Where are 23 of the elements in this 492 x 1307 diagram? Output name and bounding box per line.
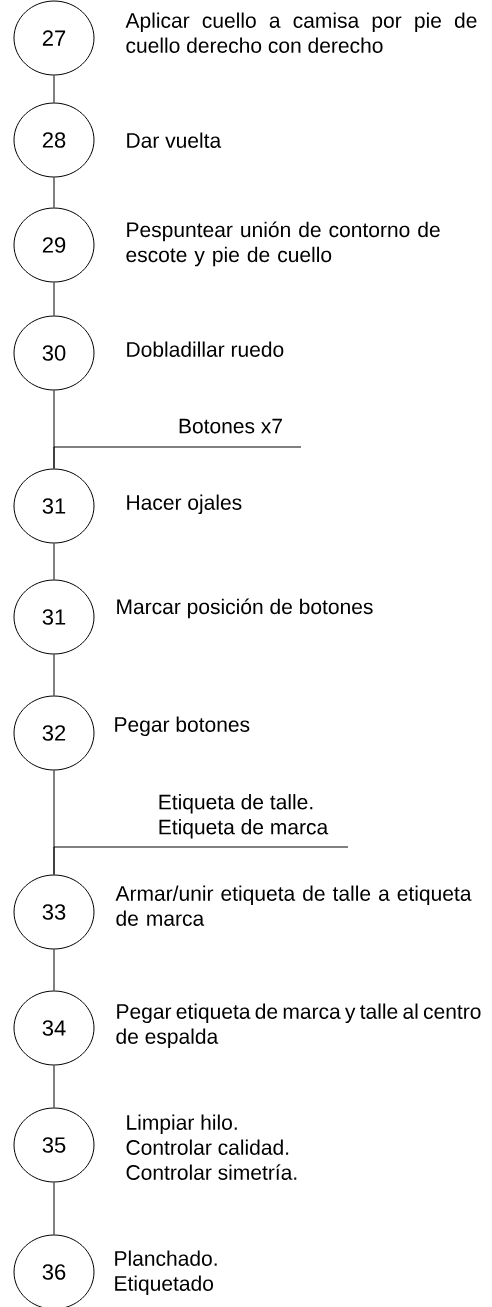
operation-description: Hacer ojales [127, 494, 242, 515]
connector-line [53, 1182, 55, 1235]
connector-line [53, 654, 55, 696]
connector-line [53, 282, 55, 316]
operation-description: Pegar botones [115, 716, 250, 737]
material-input-text: Botones x7 [179, 418, 282, 434]
operation-description: Limpiar hilo. Controlar calidad. Controlar simetría. [126, 1114, 297, 1180]
input-line [53, 446, 302, 469]
material-input-text: Etiqueta de talle. Etiqueta de marca [159, 794, 329, 839]
operation-description: Dobladillar ruedo [127, 341, 284, 357]
connector-line [53, 949, 55, 991]
operation-description: Pegar etiqueta de marca y talle al centro de espalda [116, 1003, 481, 1049]
connector-line [53, 75, 55, 103]
operation-description: Armar/unir etiqueta de talle a etiqueta de marca [115, 885, 472, 926]
operation-description: Marcar posición de botones [117, 598, 373, 619]
operation-description: Aplicar cuello a camisa por pie de cuello derecho con derecho [125, 12, 477, 53]
input-line [53, 846, 349, 875]
operation-description: Dar vuelta [127, 132, 222, 148]
operation-description: Planchado. Etiquetado [115, 1250, 217, 1296]
connector-line [53, 543, 55, 580]
connector-line [53, 1065, 55, 1108]
connector-line [53, 177, 55, 208]
operation-description: Pespuntear unión de contorno de escote y pie de cuello [126, 221, 440, 267]
